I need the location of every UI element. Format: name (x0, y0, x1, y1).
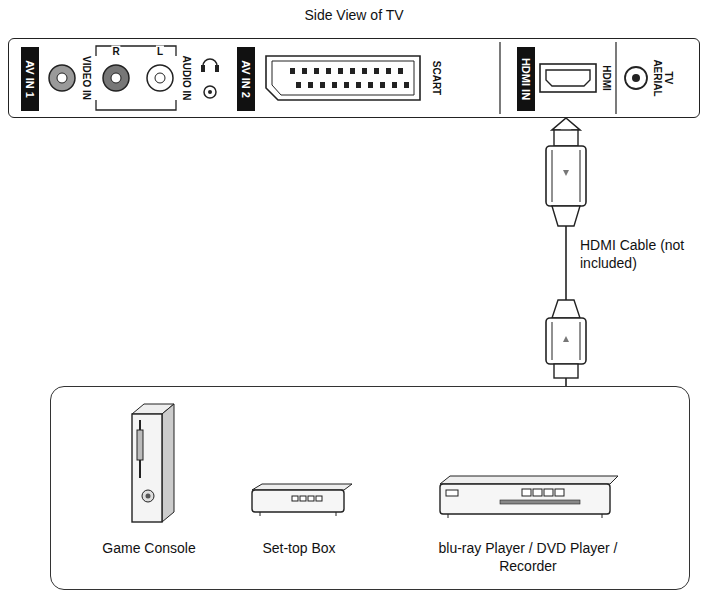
hdmi-port (540, 64, 596, 92)
panel-label: L (156, 46, 164, 57)
audio-jack-r (103, 65, 129, 91)
panel-label: TV AERIAL (652, 57, 674, 99)
device-label: blu-ray Player / DVD Player / Recorder (423, 539, 633, 583)
scart-pin (398, 68, 403, 74)
device-name: blu-ray Player / DVD Player / Recorder (423, 539, 633, 575)
scart-pin (314, 68, 319, 74)
port-tag-text: AV IN 1 (24, 60, 36, 98)
scart-pin (308, 82, 313, 88)
video-jack (49, 65, 75, 91)
scart-pin (338, 68, 343, 74)
panel-label: HDMI (601, 64, 612, 92)
aerial-socket (625, 67, 647, 89)
panel-label: R (111, 46, 120, 57)
scart-pin (320, 82, 325, 88)
scart-pin (380, 82, 385, 88)
port-tag-text: HDMI IN (520, 58, 532, 100)
scart-pin (332, 82, 337, 88)
port-tag: AV IN 1 (21, 47, 39, 111)
hdmi-plug (546, 130, 586, 226)
cable-label: HDMI Cable (not included) (580, 236, 698, 272)
scart-pin (290, 68, 295, 74)
scart-pin (374, 68, 379, 74)
bluray-player (440, 476, 618, 518)
scart-pin (326, 68, 331, 74)
scart-pin (386, 68, 391, 74)
audio-jack-l (147, 65, 173, 91)
device-name: Game Console (91, 539, 207, 557)
panel-label: VIDEO IN (81, 55, 92, 101)
scart-pin (302, 68, 307, 74)
device-label: Game Console (91, 539, 207, 563)
device-group-bracket: Game Console Set-top Box blu-ray Player / … (50, 386, 690, 590)
game-console (132, 404, 174, 522)
panel-label: SCART (431, 60, 442, 96)
scart-pin (362, 68, 367, 74)
scart-pin (392, 82, 397, 88)
headphone-jack (201, 59, 219, 98)
audio-bracket (96, 100, 176, 110)
scart-pin (296, 82, 301, 88)
set-top-box (252, 484, 352, 516)
hdmi-plug (546, 300, 586, 378)
scart-socket (266, 56, 420, 100)
diagram-title: Side View of TV (9, 7, 699, 23)
separator (615, 42, 616, 114)
port-tag: HDMI IN (517, 47, 535, 111)
scart-pin (350, 68, 355, 74)
panel-label: AUDIO IN (181, 55, 192, 102)
device-label: Set-top Box (239, 539, 359, 563)
scart-pin (368, 82, 373, 88)
separator (499, 42, 500, 114)
port-tag-text: AV IN 2 (240, 60, 252, 98)
scart-pin (356, 82, 361, 88)
scart-pin (344, 82, 349, 88)
scart-pin (404, 82, 409, 88)
port-tag: AV IN 2 (237, 47, 255, 111)
audio-bracket (96, 46, 176, 56)
device-name: Set-top Box (239, 539, 359, 557)
